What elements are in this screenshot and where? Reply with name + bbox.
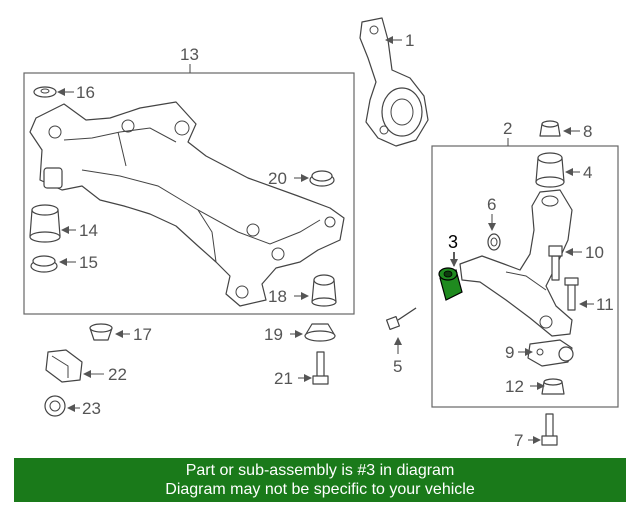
upper-stopper-part[interactable] <box>309 170 335 187</box>
arm-bushing-rear-part[interactable] <box>535 152 565 188</box>
ball-joint-part[interactable] <box>527 339 574 367</box>
lower-arm-bushing-part-highlighted[interactable] <box>438 267 463 301</box>
washer-part[interactable] <box>304 323 336 342</box>
callout-8: 8 <box>583 122 592 141</box>
fitment-notice-line-1: Part or sub-assembly is #3 in diagram <box>185 462 455 479</box>
crossmember-mount-bushing-part[interactable] <box>29 204 61 243</box>
callout-15: 15 <box>79 253 98 272</box>
arm-washer-part[interactable] <box>487 233 501 251</box>
callout-4: 4 <box>583 163 592 182</box>
callout-20: 20 <box>268 169 287 188</box>
callout-18: 18 <box>268 287 287 306</box>
callout-7: 7 <box>514 431 523 450</box>
crossmember-bolt-part[interactable] <box>312 351 329 385</box>
arm-mounting-bolt-part[interactable] <box>385 307 417 331</box>
arm-rear-bolt-part[interactable] <box>541 413 558 446</box>
arm-bolt-part[interactable] <box>548 245 563 281</box>
bracket-part[interactable] <box>45 349 83 383</box>
arm-nut-part[interactable] <box>539 120 561 137</box>
callout-2: 2 <box>503 119 512 138</box>
steering-knuckle-part[interactable] <box>359 17 429 147</box>
callout-22: 22 <box>108 365 127 384</box>
callout-21: 21 <box>274 369 293 388</box>
crossmember-stopper-part[interactable] <box>30 255 58 273</box>
ball-joint-bolt-part[interactable] <box>564 277 579 311</box>
crossmember-group-frame <box>23 72 355 315</box>
callout-10: 10 <box>585 243 604 262</box>
callout-19: 19 <box>264 325 283 344</box>
lower-arm-group-frame <box>431 145 619 408</box>
fitment-notice-banner: Part or sub-assembly is #3 in diagram Di… <box>14 458 626 502</box>
ball-joint-nut-part[interactable] <box>541 378 565 395</box>
lower-control-arm-part[interactable] <box>459 189 573 337</box>
callout-11: 11 <box>596 295 614 314</box>
callout-17: 17 <box>133 325 152 344</box>
dynamic-damper-part[interactable] <box>44 395 66 417</box>
parts-diagram: 1 13 16 14 15 20 <box>23 17 619 450</box>
callout-12: 12 <box>505 377 524 396</box>
fitment-notice-line-2: Diagram may not be specific to your vehi… <box>165 481 475 498</box>
callout-14: 14 <box>79 221 98 240</box>
callout-13: 13 <box>180 45 199 64</box>
stopper-part[interactable] <box>89 323 113 341</box>
callout-23: 23 <box>82 399 101 418</box>
callout-16: 16 <box>76 83 95 102</box>
callout-5: 5 <box>393 357 402 376</box>
callout-3: 3 <box>448 232 458 252</box>
callout-6: 6 <box>487 195 496 214</box>
crossmember-washer-part[interactable] <box>33 86 57 98</box>
callout-9: 9 <box>505 343 514 362</box>
rear-mount-bushing-part[interactable] <box>311 274 337 307</box>
crossmember-part[interactable] <box>29 101 345 307</box>
callout-1: 1 <box>405 31 414 50</box>
